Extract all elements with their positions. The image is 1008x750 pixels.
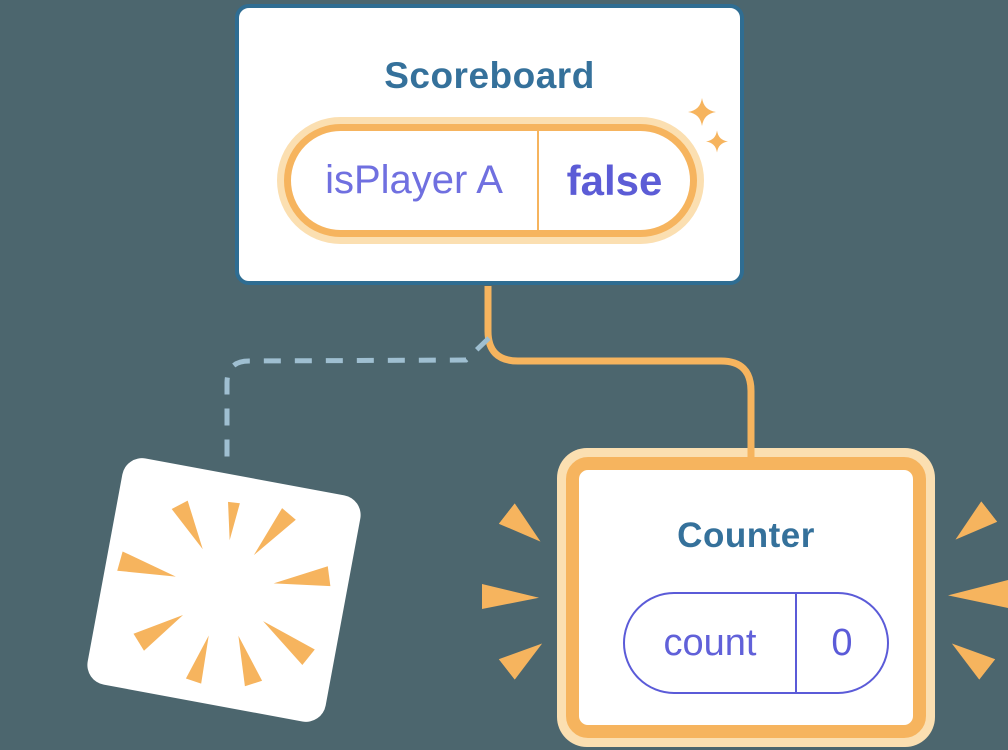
scoreboard-title: Scoreboard [384, 55, 595, 96]
counter-component-card: Counter count 0 [566, 457, 926, 738]
emphasis-ray-icon [945, 632, 996, 680]
counter-title: Counter [677, 516, 815, 555]
counter-card-glow: Counter count 0 [557, 448, 935, 747]
scoreboard-component-card: Scoreboard isPlayer A false [235, 4, 744, 285]
scoreboard-state-pill: isPlayer A false [284, 124, 697, 237]
scoreboard-state-pill-glow: isPlayer A false [277, 117, 704, 244]
state-value-label: false [566, 156, 663, 204]
counter-state-pill: count 0 [623, 592, 889, 694]
emphasis-ray-icon [948, 580, 1008, 608]
destroyed-component-card [84, 454, 364, 726]
emphasis-ray-icon [499, 632, 550, 680]
state-key-label: isPlayer A [325, 158, 503, 202]
sparkle-icon [688, 97, 716, 127]
sparkle-icon [706, 130, 728, 153]
pill-divider [795, 594, 797, 692]
state-value-label: 0 [831, 621, 853, 664]
emphasis-ray-icon [482, 584, 539, 609]
state-key-label: count [663, 621, 757, 664]
emphasis-ray-icon [947, 501, 998, 549]
active-branch-line [484, 286, 755, 470]
emphasis-ray-icon [499, 503, 550, 551]
burst-rays-icon [117, 500, 331, 687]
removed-branch-dashed-line [224, 336, 491, 464]
pill-divider [537, 131, 539, 230]
